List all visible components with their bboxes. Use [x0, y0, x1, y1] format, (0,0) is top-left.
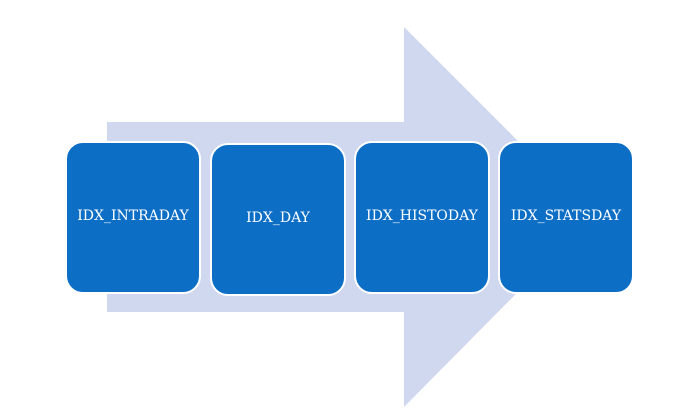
step-label-3: IDX_HISTODAY: [366, 207, 478, 224]
step-box-1: IDX_INTRADAY: [65, 141, 201, 294]
step-label-4: IDX_STATSDAY: [510, 207, 622, 224]
step-label-2: IDX_DAY: [246, 209, 310, 226]
step-box-2: IDX_DAY: [210, 143, 346, 296]
step-box-4: IDX_STATSDAY: [498, 141, 634, 294]
arrow-shape: [107, 27, 593, 407]
step-box-3: IDX_HISTODAY: [354, 141, 490, 294]
step-label-1: IDX_INTRADAY: [77, 207, 189, 224]
